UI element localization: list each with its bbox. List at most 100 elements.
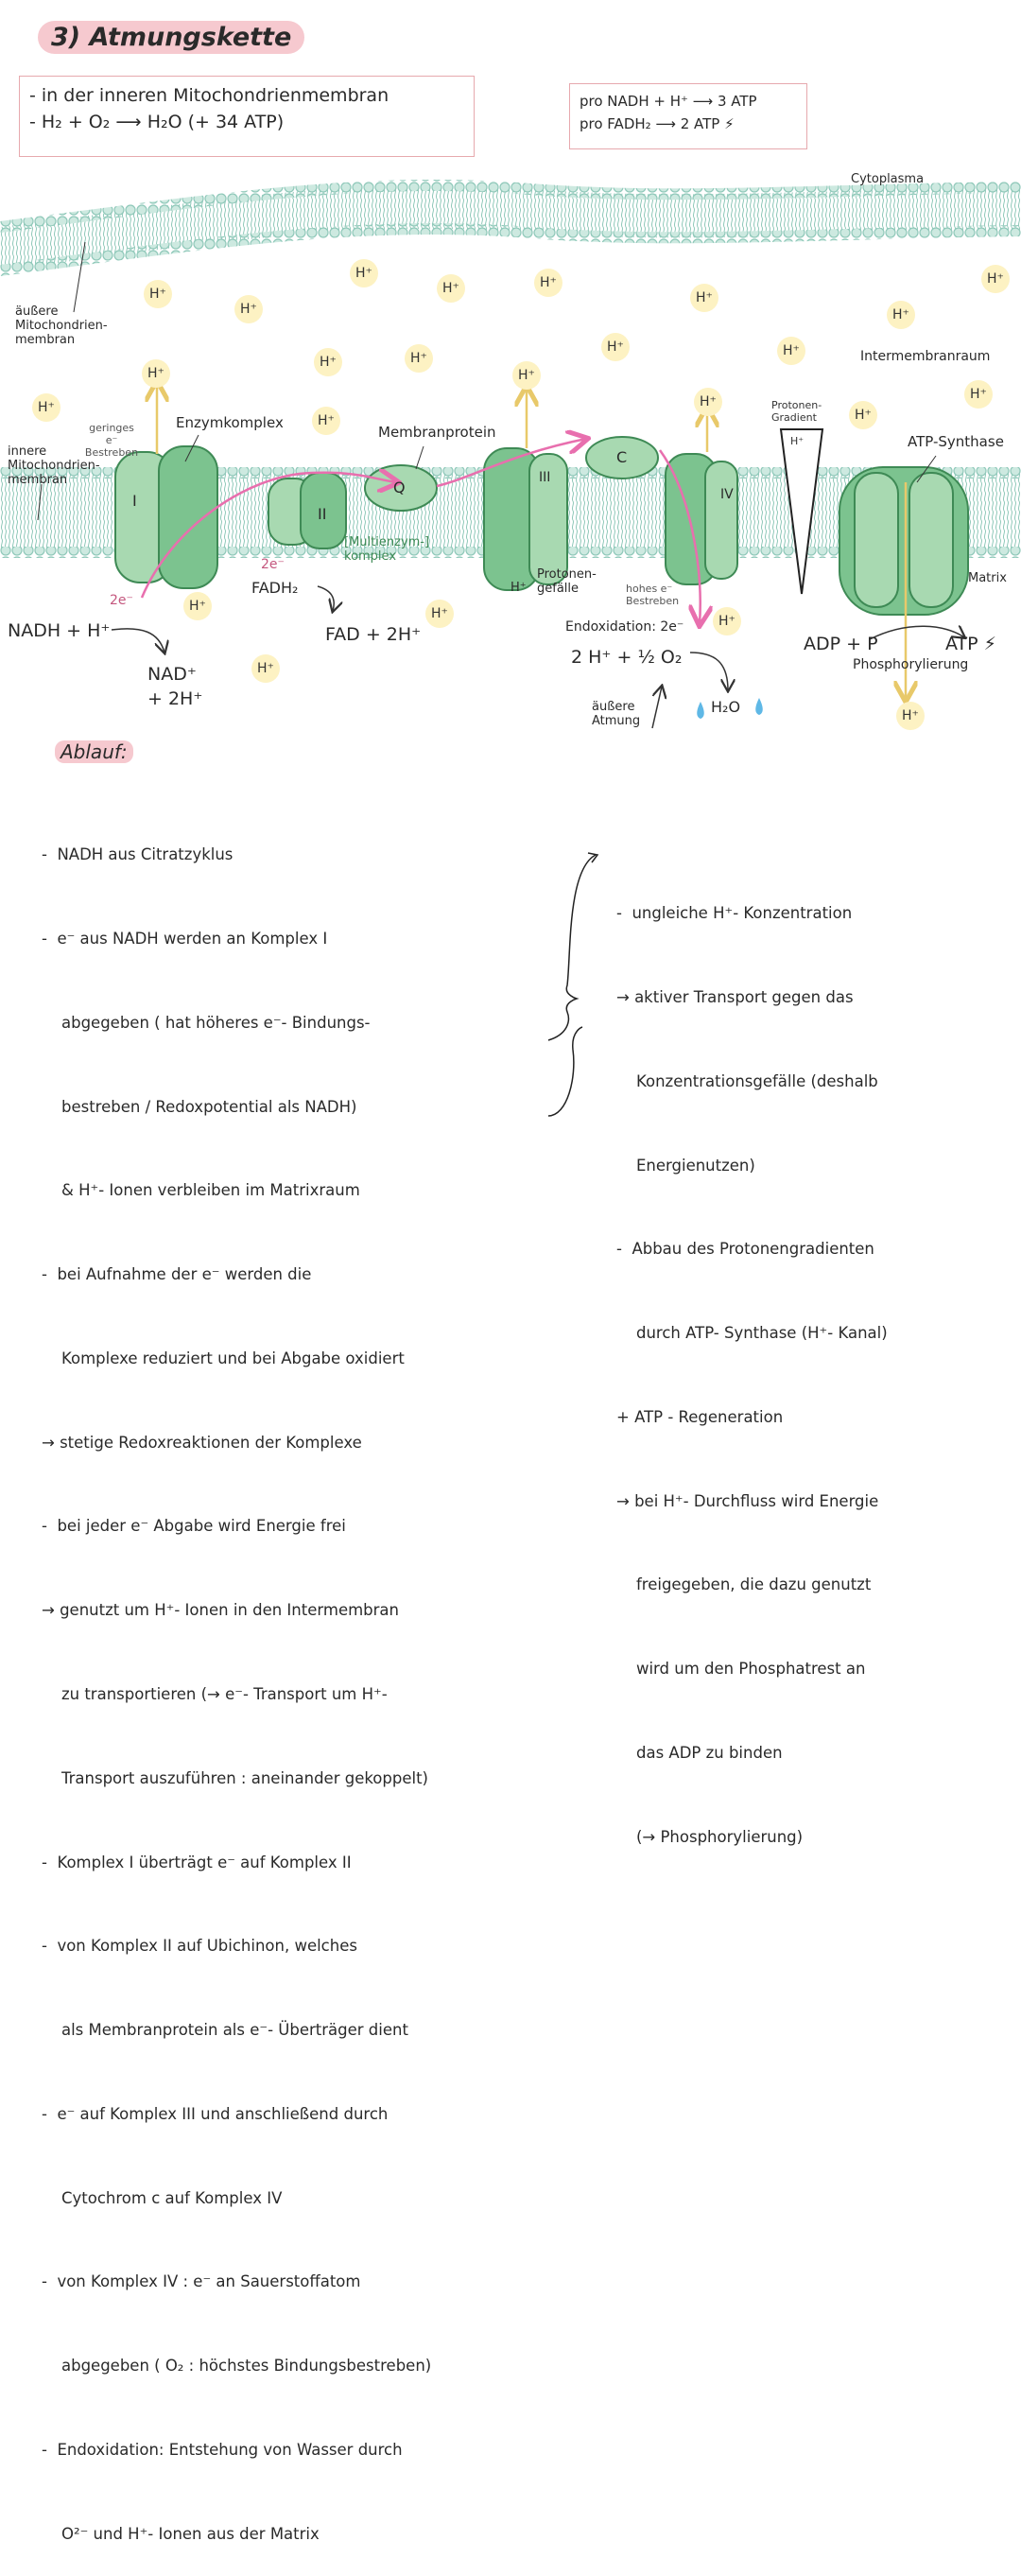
- proton-ion: H⁺: [425, 600, 454, 628]
- ablauf-line: Transport auszuführen : aneinander gekop…: [42, 1768, 428, 1787]
- atp-yield-line: pro NADH + H⁺ ⟶ 3 ATP: [580, 93, 757, 110]
- complex-1: [114, 445, 218, 589]
- enzyme-complex-label: Enzymkomplex: [176, 414, 284, 431]
- ablauf-line: - Komplex I überträgt e⁻ auf Komplex II: [42, 1853, 352, 1871]
- atp-label: ATP ⚡: [945, 634, 996, 654]
- proton-ion: H⁺: [777, 337, 805, 365]
- respiratory-chain-diagram: [0, 180, 1021, 729]
- proton-fall-label: Protonen-gefälle: [537, 567, 597, 596]
- ubiquinone-label: Q: [393, 479, 406, 496]
- ablauf-line: - e⁻ auf Komplex III und anschließend du…: [42, 2104, 389, 2123]
- ablauf-line: durch ATP- Synthase (H⁺- Kanal): [616, 1324, 888, 1343]
- outer-membrane-label: äußere Mitochondrien-membran: [15, 305, 108, 347]
- ablauf-line: → stetige Redoxreaktionen der Komplexe: [42, 1433, 362, 1452]
- ablauf-right-column: - ungleiche H⁺- Konzentration → aktiver …: [616, 844, 1013, 1879]
- ablauf-line: - e⁻ aus NADH werden an Komplex I: [42, 929, 328, 948]
- two-electrons-label: 2e⁻: [261, 557, 285, 572]
- proton-ion: H⁺: [183, 592, 212, 620]
- outer-respiration-label: äußere Atmung: [592, 700, 641, 728]
- complex-2: [268, 472, 347, 549]
- low-affinity-label: geringes e⁻ Bestreben: [84, 422, 139, 459]
- nad-label: NAD⁺ + 2H⁺: [147, 664, 203, 709]
- adp-label: ADP + P: [804, 634, 878, 654]
- membrane-protein-label: Membranprotein: [378, 424, 496, 441]
- ablauf-line: abgegeben ( hat höheres e⁻- Bindungs-: [42, 1013, 371, 1032]
- page-title: 3) Atmungskette: [38, 21, 305, 54]
- proton-ion: H⁺: [690, 284, 718, 312]
- complex-2-label: II: [318, 505, 327, 523]
- atp-synthase: [839, 466, 969, 616]
- end-oxidation-label: Endoxidation: 2e⁻: [565, 619, 684, 635]
- complex-3-label: III: [539, 470, 551, 485]
- proton-ion: H⁺: [405, 344, 433, 373]
- atp-yield-box: pro NADH + H⁺ ⟶ 3 ATP pro FADH₂ ⟶ 2 ATP …: [569, 83, 807, 149]
- ablauf-line: freigegeben, die dazu genutzt: [616, 1575, 872, 1594]
- atp-synthase-pointer: [916, 455, 937, 483]
- ablauf-line: - bei Aufnahme der e⁻ werden die: [42, 1265, 312, 1284]
- ablauf-line: - Endoxidation: Entstehung von Wasser du…: [42, 2441, 403, 2460]
- cytochrome-shape: [585, 436, 659, 479]
- water-drop-icon: [755, 698, 763, 715]
- matrix-label: Matrix: [968, 571, 1007, 585]
- ablauf-line: O²⁻ und H⁺- Ionen aus der Matrix: [42, 2524, 320, 2543]
- proton-ion: H⁺: [314, 348, 342, 376]
- ablauf-line: Konzentrationsgefälle (deshalb: [616, 1071, 878, 1090]
- proton-ion: H⁺: [512, 361, 541, 390]
- ablauf-line: wird um den Phosphatrest an: [616, 1660, 866, 1679]
- proton-ion: H⁺: [142, 359, 170, 388]
- water-drop-icon: [697, 702, 704, 719]
- nadh-label: NADH + H⁺: [8, 620, 111, 641]
- water-arrow: [689, 652, 728, 690]
- proton-ion: H⁺: [849, 401, 877, 429]
- complex-4: [665, 453, 738, 585]
- ablauf-line: - von Komplex IV : e⁻ an Sauerstoffatom: [42, 2272, 361, 2291]
- ablauf-line: - Abbau des Protonengradienten: [616, 1240, 874, 1259]
- ablauf-line: abgegeben ( O₂ : höchstes Bindungsbestre…: [42, 2357, 432, 2376]
- atp-yield-line: pro FADH₂ ⟶ 2 ATP ⚡: [580, 115, 735, 132]
- proton-ion: H⁺: [234, 295, 263, 323]
- ablauf-left-column: - NADH aus Citratzyklus - e⁻ aus NADH we…: [42, 785, 571, 2576]
- proton-ion: H⁺: [350, 259, 378, 287]
- ablauf-line: → bei H⁺- Durchfluss wird Energie: [616, 1491, 879, 1510]
- fadh2-label: FADH₂: [251, 579, 299, 597]
- intermembrane-label: Intermembranraum: [860, 349, 991, 364]
- phosphorylation-label: Phosphorylierung: [853, 657, 969, 672]
- ablauf-line: Komplexe reduziert und bei Abgabe oxidie…: [42, 1349, 405, 1367]
- cytochrome-label: C: [616, 448, 628, 466]
- summary-line: - in der inneren Mitochondrienmembran: [29, 85, 389, 106]
- ablauf-line: Cytochrom c auf Komplex IV: [42, 2188, 283, 2207]
- proton-ion: H⁺: [694, 388, 722, 416]
- phosphorylation-arrow: [869, 626, 964, 640]
- ablauf-line: & H⁺- Ionen verbleiben im Matrixraum: [42, 1181, 360, 1200]
- ablauf-heading: Ablauf:: [55, 740, 133, 763]
- proton-ion: H⁺: [534, 269, 562, 297]
- proton-gradient-label: Protonen-Gradient: [771, 399, 822, 424]
- proton-ion: H⁺: [32, 393, 61, 422]
- ablauf-line: - NADH aus Citratzyklus: [42, 845, 234, 864]
- electron-path-3: [658, 449, 701, 624]
- complex-3: [483, 447, 568, 591]
- ablauf-line: (→ Phosphorylierung): [616, 1827, 804, 1846]
- proton-fall-h-label: H⁺: [510, 581, 527, 595]
- proton-gradient-triangle: [779, 428, 824, 595]
- water-equation-label: 2 H⁺ + ½ O₂: [571, 647, 683, 668]
- high-affinity-label: hohes e⁻ Bestreben: [626, 583, 680, 607]
- summary-box: - in der inneren Mitochondrienmembran - …: [19, 76, 475, 157]
- proton-ion: H⁺: [144, 280, 172, 308]
- membrane-protein-pointer: [415, 445, 424, 470]
- ablauf-line: Energienutzen): [616, 1156, 755, 1175]
- ablauf-line: zu transportieren (→ e⁻- Transport um H⁺…: [42, 1685, 388, 1703]
- ablauf-line: bestreben / Redoxpotential als NADH): [42, 1097, 357, 1116]
- inner-membrane-pointer: [37, 483, 43, 521]
- ablauf-line: + ATP - Regeneration: [616, 1407, 784, 1426]
- fadh2-arrow: [317, 585, 334, 611]
- enzyme-complex-pointer: [184, 434, 199, 462]
- ablauf-line: → genutzt um H⁺- Ionen in den Intermembr…: [42, 1601, 399, 1620]
- nadh-arrow: [111, 628, 164, 653]
- complex-4-label: IV: [720, 487, 734, 502]
- outer-membrane: [0, 180, 1021, 276]
- atp-synthase-label: ATP-Synthase: [908, 433, 1004, 450]
- ablauf-line: das ADP zu binden: [616, 1744, 783, 1762]
- proton-gradient-h-label: H⁺: [790, 435, 805, 447]
- electron-path-1: [140, 473, 397, 599]
